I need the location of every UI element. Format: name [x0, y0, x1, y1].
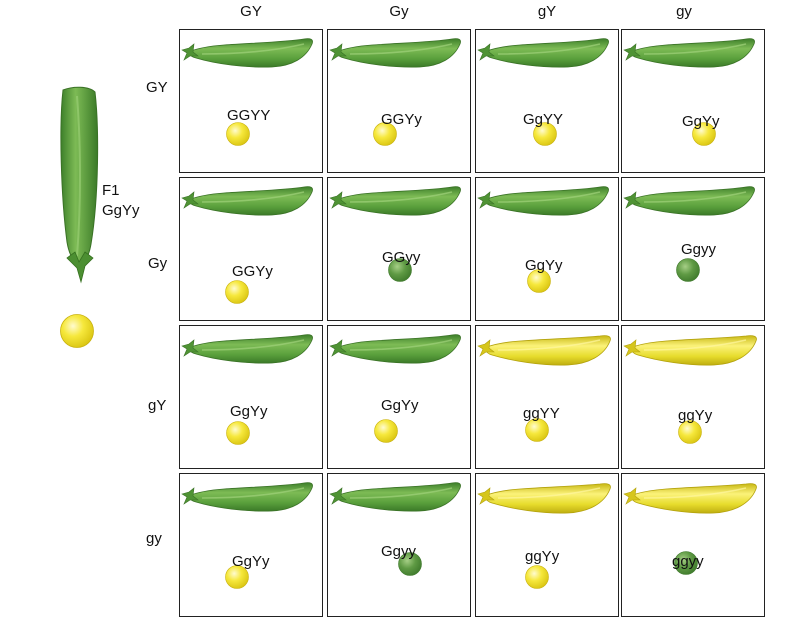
punnett-cell: Ggyy: [327, 473, 471, 617]
yellow-seed-icon: [525, 565, 549, 589]
yellow-seed-icon: [678, 420, 702, 444]
row-gamete-GY: GY: [146, 79, 168, 96]
genotype-label: GGYY: [227, 107, 271, 124]
punnett-cell: GgYy: [179, 325, 323, 469]
yellow-seed-icon: [226, 421, 250, 445]
row-gamete-gy: gy: [146, 530, 162, 547]
green-pod-icon: [329, 334, 461, 364]
green-pod-icon: [477, 186, 609, 216]
yellow-pod-icon: [477, 335, 611, 366]
punnett-cell: GgYy: [475, 177, 619, 321]
yellow-seed-icon: [527, 269, 551, 293]
green-pod-icon: [181, 186, 313, 216]
column-gamete-GY: GY: [240, 3, 262, 20]
genotype-label: GGYy: [232, 263, 273, 280]
genotype-label: GgYy: [381, 397, 419, 414]
column-gamete-gy: gy: [676, 3, 692, 20]
yellow-seed-icon: [533, 122, 557, 146]
yellow-seed-icon: [373, 122, 397, 146]
yellow-seed-icon: [374, 419, 398, 443]
green-pod-icon: [329, 38, 461, 68]
punnett-cell: GGyy: [327, 177, 471, 321]
green-seed-icon: [676, 258, 700, 282]
yellow-seed-icon: [225, 565, 249, 589]
green-seed-icon: [674, 551, 698, 575]
green-pod-icon: [181, 334, 313, 364]
genotype-label: GgYy: [525, 257, 563, 274]
parent-genotype: GgYy: [102, 202, 140, 219]
row-gamete-Gy: Gy: [148, 255, 168, 272]
green-pod-icon: [181, 482, 313, 512]
green-seed-icon: [398, 552, 422, 576]
genotype-label: GGyy: [382, 249, 421, 266]
yellow-seed-icon: [692, 122, 716, 146]
genotype-label: GgYy: [682, 113, 720, 130]
yellow-pod-icon: [623, 335, 757, 366]
punnett-cell: ggYY: [475, 325, 619, 469]
green-pod-icon: [329, 482, 461, 512]
yellow-pod-icon: [477, 483, 611, 514]
green-pod-icon: [181, 38, 313, 68]
genotype-label: ggYY: [523, 405, 560, 422]
genotype-label: GgYy: [232, 553, 270, 570]
genotype-label: ggYy: [525, 548, 560, 565]
genotype-label: ggyy: [672, 553, 704, 570]
parent-label: F1 GgYy: [102, 181, 140, 221]
column-gamete-gY: gY: [537, 3, 557, 20]
punnett-cell: ggyy: [621, 473, 765, 617]
genotype-label: Ggyy: [381, 543, 417, 560]
parent-generation: F1: [102, 182, 120, 199]
punnett-cell: GgYy: [327, 325, 471, 469]
genotype-label: ggYy: [678, 407, 713, 424]
genotype-label: GgYy: [230, 403, 268, 420]
yellow-seed-icon: [226, 122, 250, 146]
punnett-cell: Ggyy: [621, 177, 765, 321]
genotype-label: GGYy: [381, 111, 422, 128]
yellow-pod-icon: [623, 483, 757, 514]
parent-pod-icon: [60, 86, 99, 284]
green-pod-icon: [623, 38, 755, 68]
genotype-label: Ggyy: [681, 241, 717, 258]
punnett-cell: GgYY: [475, 29, 619, 173]
green-pod-icon: [329, 186, 461, 216]
genotype-label: GgYY: [523, 111, 564, 128]
parent-seed-icon: [60, 314, 94, 348]
column-gamete-Gy: Gy: [389, 3, 409, 20]
punnett-cell: ggYy: [475, 473, 619, 617]
punnett-cell: GGYy: [179, 177, 323, 321]
punnett-cell: GgYy: [621, 29, 765, 173]
green-pod-icon: [623, 186, 755, 216]
yellow-seed-icon: [225, 280, 249, 304]
yellow-seed-icon: [525, 418, 549, 442]
punnett-cell: ggYy: [621, 325, 765, 469]
green-pod-icon: [477, 38, 609, 68]
punnett-cell: GgYy: [179, 473, 323, 617]
punnett-cell: GGYy: [327, 29, 471, 173]
punnett-cell: GGYY: [179, 29, 323, 173]
row-gamete-gY: gY: [148, 397, 167, 414]
green-seed-icon: [388, 258, 412, 282]
